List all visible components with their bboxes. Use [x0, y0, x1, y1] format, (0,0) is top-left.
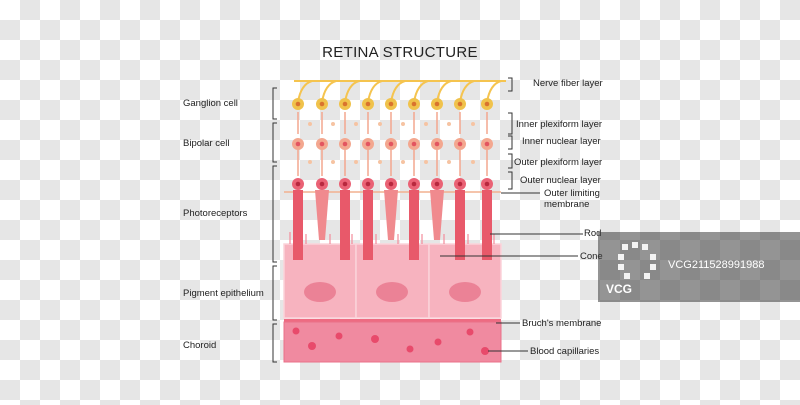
label-inner-nuclear-layer: Inner nuclear layer	[522, 136, 601, 147]
label-nerve-fiber-layer: Nerve fiber layer	[533, 78, 603, 89]
vcg-logo-icon	[618, 242, 656, 279]
leader-lines	[440, 192, 583, 352]
label-blood-capillaries: Blood capillaries	[530, 346, 600, 357]
label-outer-limiting-membrane: Outer limiting membrane	[544, 188, 600, 210]
retina-column	[315, 98, 329, 240]
nerve-fiber-layer	[294, 80, 506, 103]
label-rod: Rod	[584, 228, 602, 239]
left-brackets	[272, 87, 277, 363]
retina-column	[454, 98, 466, 260]
label-bipolar-cell: Bipolar cell	[183, 138, 230, 149]
label-pigment-epithelium: Pigment epithelium	[183, 288, 264, 299]
retina-column	[292, 98, 304, 260]
label-cone: Cone	[580, 251, 603, 262]
diagram-title: RETINA STRUCTURE	[322, 44, 478, 61]
watermark-brand: VCG	[606, 282, 633, 296]
label-photoreceptors: Photoreceptors	[183, 208, 248, 219]
watermark-code: VCG211528991988	[668, 259, 765, 271]
label-inner-plexiform-layer: Inner plexiform layer	[516, 119, 603, 130]
label-choroid: Choroid	[183, 340, 217, 351]
plexiform-synapses	[308, 122, 475, 164]
label-ganglion-cell: Ganglion cell	[183, 98, 238, 109]
bruchs-membrane	[284, 319, 501, 322]
label-outer-nuclear-layer: Outer nuclear layer	[520, 175, 601, 186]
retina-column	[430, 98, 444, 240]
choroid	[283, 321, 502, 363]
retina-column	[384, 98, 398, 240]
retina-column	[362, 98, 374, 260]
pigment-epithelium	[283, 232, 502, 319]
right-brackets	[508, 77, 513, 190]
retina-column	[408, 98, 420, 260]
retina-column	[481, 98, 493, 260]
watermark: VCG VCG211528991988	[598, 232, 800, 302]
retina-column	[339, 98, 351, 260]
label-outer-plexiform-layer: Outer plexiform layer	[514, 157, 603, 168]
label-bruchs-membrane: Bruch's membrane	[522, 318, 602, 329]
